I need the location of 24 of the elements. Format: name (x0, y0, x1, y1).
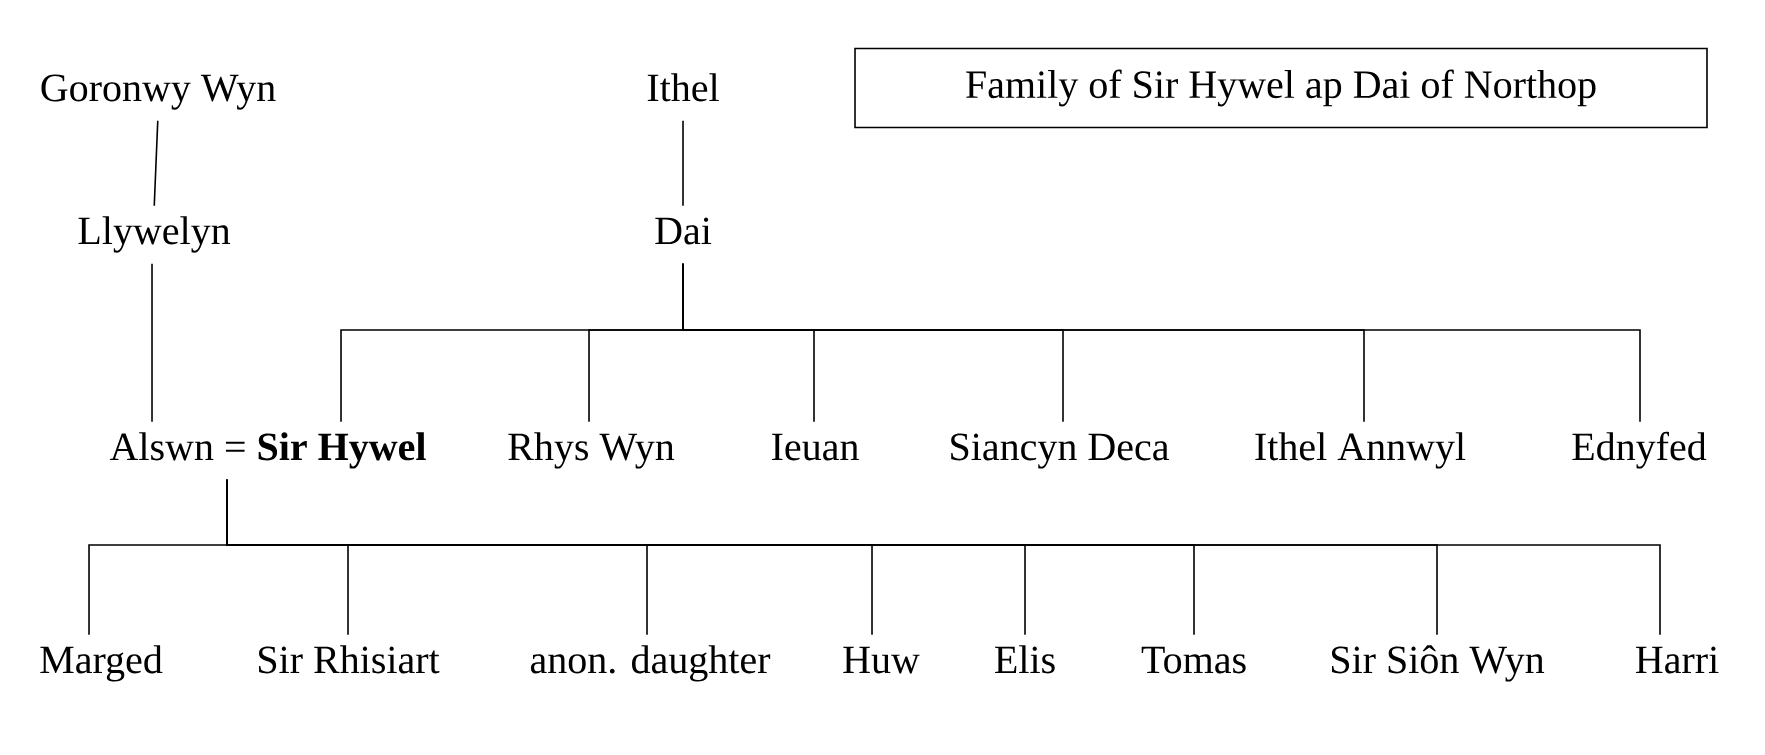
person-name: Sir Rhisiart (259, 645, 440, 674)
person-name: Rhys Wyn (508, 432, 675, 469)
person-name: Marged (40, 645, 163, 682)
person-name: Ieuan (772, 433, 859, 461)
person-name: Sir Siôn Wyn (1332, 645, 1545, 682)
person-name: Tomas (1141, 646, 1246, 674)
person-name: Ithel Annwyl (1255, 432, 1466, 469)
title-box: Family of Sir Hywel ap Dai of Northop (854, 47, 1708, 129)
person-name: Siancyn Deca (951, 433, 1169, 469)
person-name: Dai (655, 217, 712, 245)
descent-line (226, 479, 1661, 636)
person-name: Elis (995, 645, 1055, 674)
descent-line (682, 263, 1641, 423)
descent-line (153, 120, 159, 207)
person-name: Huw (843, 646, 920, 674)
person-name: Goronwy Wyn (41, 74, 276, 110)
person-name: Ednyfed (1572, 431, 1707, 469)
person-name: Ithel (647, 73, 719, 102)
person-name: Harri (1635, 646, 1719, 674)
person-name: anon. daughter (530, 645, 771, 682)
descent-line (682, 120, 684, 207)
person-name: Alswn = Sir Hywel (109, 432, 426, 469)
descent-line (151, 263, 153, 423)
person-name: Llywelyn (78, 216, 231, 253)
